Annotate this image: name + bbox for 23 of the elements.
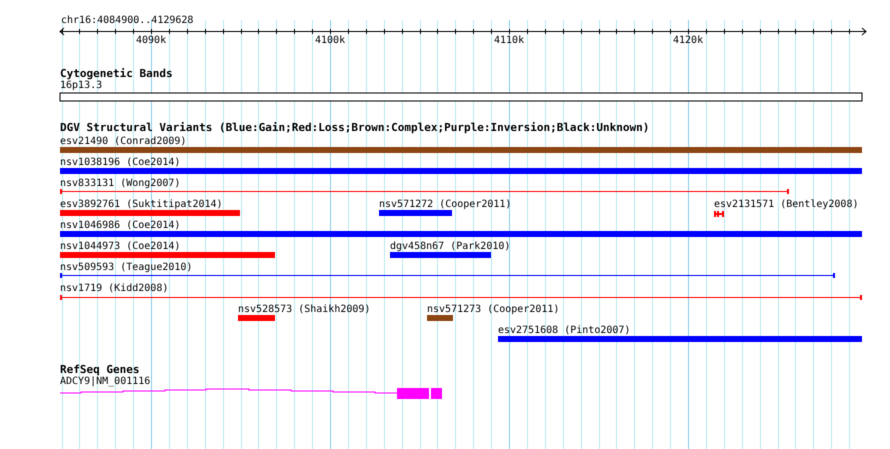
variant-label: esv21490 (Conrad2009) <box>60 136 186 147</box>
variant-label: nsv1038196 (Coe2014) <box>60 157 180 168</box>
variant-label: esv2131571 (Bentley2008) <box>714 199 858 210</box>
tick-label: 4120k <box>673 35 704 46</box>
variant-label: nsv1044973 (Coe2014) <box>60 241 180 252</box>
track-heading: DGV Structural Variants (Blue:Gain;Red:Loss;Brown:Complex;Purple:Inversion;Black:Unknown) <box>60 122 650 133</box>
variant-label: nsv528573 (Shaikh2009) <box>238 304 370 315</box>
variant-label: nsv1719 (Kidd2008) <box>60 283 168 294</box>
gene-label: ADCY9|NM_001116 <box>60 376 150 387</box>
variant-label: esv2751608 (Pinto2007) <box>498 325 630 336</box>
variant-label: nsv571273 (Cooper2011) <box>427 304 560 315</box>
tick-label: 4110k <box>494 35 524 46</box>
variant-label: nsv833131 (Wong2007) <box>60 178 180 189</box>
variant-label: nsv1046986 (Coe2014) <box>60 220 180 231</box>
tick-label: 4100k <box>315 35 346 46</box>
variant-label: nsv571272 (Cooper2011) <box>379 199 512 210</box>
track-heading: Cytogenetic Bands <box>60 68 173 79</box>
variant-label: esv3892761 (Suktitipat2014) <box>60 199 223 210</box>
tick-label: 4090k <box>136 35 166 46</box>
variant-label: dgv458n67 (Park2010) <box>390 241 510 252</box>
band-label: 16p13.3 <box>60 80 102 91</box>
position-label: chr16:4084900..4129628 <box>61 15 194 26</box>
variant-label: nsv509593 (Teague2010) <box>60 262 192 273</box>
